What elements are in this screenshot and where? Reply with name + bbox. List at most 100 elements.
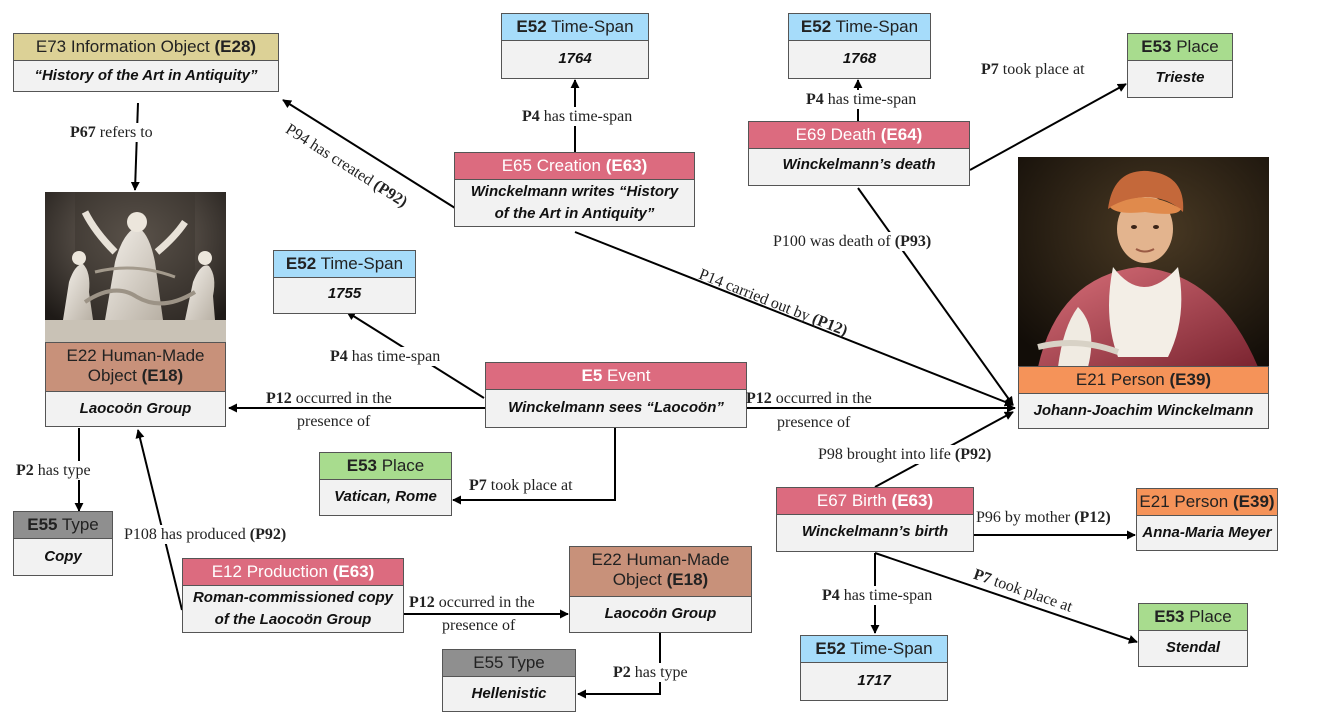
class-name: Creation bbox=[536, 156, 601, 175]
node-header: E12 Production (E63) bbox=[182, 558, 404, 586]
edge-p94 bbox=[282, 99, 456, 209]
edge-p108 bbox=[135, 429, 183, 611]
person-node-mother[interactable]: E21 Person (E39) Anna-Maria Meyer bbox=[1136, 488, 1278, 551]
class-name: Place bbox=[381, 456, 425, 475]
node-header: E52 Time-Span bbox=[501, 13, 649, 41]
node-header: E73 Information Object (E28) bbox=[13, 33, 279, 61]
edge-label-p12-right: P12 occurred in the bbox=[746, 390, 872, 407]
class-code: E69 bbox=[795, 125, 826, 144]
node-value: 1768 bbox=[788, 41, 931, 79]
node-header: E65 Creation (E63) bbox=[454, 152, 695, 180]
time-span-node-1768[interactable]: E52 Time-Span 1768 bbox=[788, 13, 931, 79]
node-value: Copy bbox=[13, 539, 113, 576]
class-code: E12 bbox=[211, 562, 242, 581]
class-code: E67 bbox=[816, 491, 848, 510]
birth-event-node[interactable]: E67 Birth (E63) Winckelmann’s birth bbox=[776, 487, 974, 552]
node-header: E21 Person (E39) bbox=[1018, 366, 1269, 394]
node-header: E53 Place bbox=[1127, 33, 1233, 61]
human-made-object-node-copy[interactable]: E22 Human-Made Object (E18) Laocoön Grou… bbox=[569, 546, 752, 633]
class-code: E52 bbox=[815, 639, 846, 658]
node-value: Laocoön Group bbox=[569, 597, 752, 633]
node-header: E52 Time-Span bbox=[800, 635, 948, 663]
place-node-stendal[interactable]: E53 Place Stendal bbox=[1138, 603, 1248, 667]
edge-label-p98: P98 brought into life (P92) bbox=[818, 445, 992, 464]
class-name: Time-Span bbox=[551, 17, 634, 36]
creation-event-node[interactable]: E65 Creation (E63) Winckelmann writes “H… bbox=[454, 152, 695, 227]
class-name: Birth bbox=[851, 491, 887, 510]
node-value: Johann-Joachim Winckelmann bbox=[1018, 394, 1269, 429]
class-name: Place bbox=[1176, 37, 1219, 56]
person-node-winckelmann[interactable]: E21 Person (E39) Johann-Joachim Winckelm… bbox=[1018, 366, 1269, 429]
edge-label-p12-prod-2: presence of bbox=[442, 617, 516, 634]
edge-label-p4-creation: P4 has time-span bbox=[522, 107, 633, 126]
edge-p14 bbox=[574, 231, 1014, 407]
node-value: Roman-commissioned copy of the Laocoön G… bbox=[182, 586, 404, 633]
edge-label-p12-left: P12 occurred in the bbox=[266, 390, 392, 407]
node-header: E22 Human-Made Object (E18) bbox=[569, 546, 752, 597]
class-id: (E39) bbox=[1233, 492, 1275, 511]
class-name: Production bbox=[246, 562, 328, 581]
node-header: E55 Type bbox=[442, 649, 576, 677]
human-made-object-node-original[interactable]: E22 Human-Made Object (E18) Laocoön Grou… bbox=[45, 342, 226, 427]
class-code: E53 bbox=[1154, 607, 1185, 626]
node-header: E52 Time-Span bbox=[273, 250, 416, 278]
class-name: Time-Span bbox=[320, 254, 404, 273]
node-header: E53 Place bbox=[1138, 603, 1248, 631]
class-name: Human-Made Object bbox=[612, 550, 730, 589]
class-code: E73 bbox=[35, 37, 67, 56]
class-id: (E64) bbox=[880, 125, 923, 144]
time-span-node-1717[interactable]: E52 Time-Span 1717 bbox=[800, 635, 948, 701]
node-value: Winckelmann writes “History of the Art i… bbox=[454, 180, 695, 227]
edge-label-p12-prod: P12 occurred in the bbox=[409, 594, 535, 611]
class-name: Time-Span bbox=[835, 17, 919, 36]
time-span-node-1755[interactable]: E52 Time-Span 1755 bbox=[273, 250, 416, 314]
node-value: “History of the Art in Antiquity” bbox=[13, 61, 279, 92]
edge-label-p2-copy: P2 has type bbox=[16, 461, 91, 480]
class-name: Person bbox=[1174, 492, 1229, 511]
edge-p2-hellenistic bbox=[577, 632, 661, 699]
node-value: Anna-Maria Meyer bbox=[1136, 516, 1278, 551]
place-node-trieste[interactable]: E53 Place Trieste bbox=[1127, 33, 1233, 98]
class-name: Information Object bbox=[70, 37, 210, 56]
node-value: 1764 bbox=[501, 41, 649, 79]
class-code: E55 bbox=[473, 653, 504, 672]
information-object-node[interactable]: E73 Information Object (E28) “History of… bbox=[13, 33, 279, 92]
class-name: Type bbox=[61, 515, 99, 534]
class-name: Event bbox=[607, 366, 651, 385]
node-value: Trieste bbox=[1127, 61, 1233, 98]
edge-p7-birth bbox=[874, 552, 1138, 644]
class-id: (E28) bbox=[214, 37, 257, 56]
edge-label-p2-hellenistic: P2 has type bbox=[613, 663, 688, 682]
edge-label-p7-death: P7 took place at bbox=[981, 61, 1085, 78]
node-header: E67 Birth (E63) bbox=[776, 487, 974, 515]
class-code: E53 bbox=[346, 456, 377, 475]
type-node-hellenistic[interactable]: E55 Type Hellenistic bbox=[442, 649, 576, 712]
sees-laocoon-event-node[interactable]: E5 Event Winckelmann sees “Laocoön” bbox=[485, 362, 747, 428]
edge-label-p108: P108 has produced (P92) bbox=[124, 525, 287, 544]
edge-label-p12-right-2: presence of bbox=[777, 414, 851, 431]
class-code: E52 bbox=[800, 17, 832, 36]
node-value: Winckelmann’s birth bbox=[776, 515, 974, 552]
class-code: E53 bbox=[1141, 37, 1172, 56]
place-node-vatican[interactable]: E53 Place Vatican, Rome bbox=[319, 452, 452, 516]
edge-label-p96: P96 by mother (P12) bbox=[976, 508, 1111, 527]
node-value: Winckelmann sees “Laocoön” bbox=[485, 390, 747, 428]
type-node-copy[interactable]: E55 Type Copy bbox=[13, 511, 113, 576]
class-code: E55 bbox=[27, 515, 58, 534]
production-event-node[interactable]: E12 Production (E63) Roman-commissioned … bbox=[182, 558, 404, 633]
class-name: Death bbox=[830, 125, 877, 144]
class-id: (E18) bbox=[141, 366, 184, 385]
edge-label-p100: P100 was death of (P93) bbox=[773, 232, 932, 251]
time-span-node-1764[interactable]: E52 Time-Span 1764 bbox=[501, 13, 649, 79]
class-code: E21 bbox=[1075, 370, 1107, 389]
class-code: E22 bbox=[66, 346, 97, 365]
node-value: Stendal bbox=[1138, 631, 1248, 667]
death-event-node[interactable]: E69 Death (E64) Winckelmann’s death bbox=[748, 121, 970, 186]
node-value: Winckelmann’s death bbox=[748, 149, 970, 186]
node-value: 1717 bbox=[800, 663, 948, 701]
class-id: (E18) bbox=[666, 570, 709, 589]
node-header: E53 Place bbox=[319, 452, 452, 480]
edge-label-p12-left-2: presence of bbox=[297, 413, 371, 430]
node-value: Laocoön Group bbox=[45, 392, 226, 427]
class-id: (E39) bbox=[1169, 370, 1212, 389]
